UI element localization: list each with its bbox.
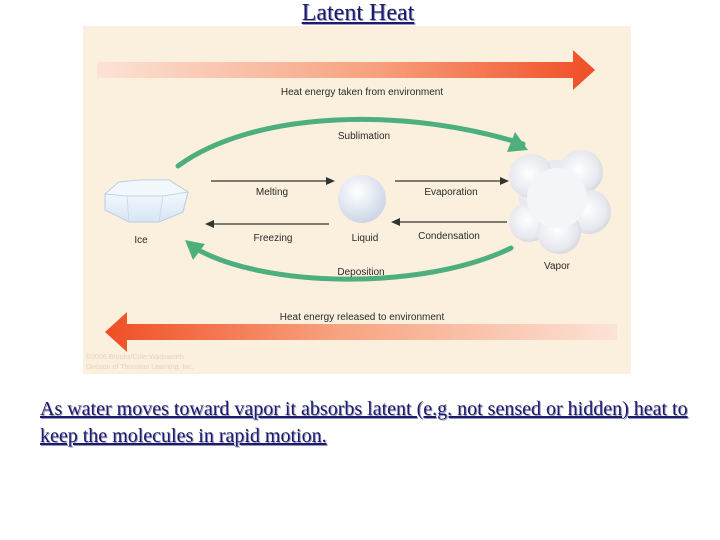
freezing-arrowhead (205, 220, 214, 228)
freezing-label: Freezing (254, 233, 293, 244)
vapor-cloud (509, 150, 611, 254)
evaporation-arrowhead (500, 177, 509, 185)
condensation-arrowhead (391, 218, 400, 226)
evaporation-label: Evaporation (424, 187, 477, 198)
credit-line-1: ©2006 Brooks/Cole-Wadsworth (86, 353, 184, 361)
deposition-label: Deposition (337, 267, 384, 278)
melting-arrowhead (326, 177, 335, 185)
melting-label: Melting (256, 187, 288, 198)
ice-crystal (104, 179, 190, 223)
deposition-arrowhead (185, 240, 205, 260)
liquid-droplet (338, 175, 386, 223)
slide-title: Latent Heat (301, 0, 415, 26)
ice-label: Ice (134, 235, 148, 246)
bottom-heat-band-arrow (105, 312, 617, 352)
latent-heat-diagram: Heat energy taken from environment Subli… (83, 26, 631, 374)
credit-line-2: Division of Thomson Learning, Inc. (86, 364, 194, 371)
bottom-band-label: Heat energy released to environment (280, 312, 445, 323)
sublimation-label: Sublimation (338, 131, 390, 142)
deposition-arrow (192, 245, 514, 282)
top-band-label: Heat energy taken from environment (281, 87, 444, 98)
caption-text: As water moves toward vapor it absorbs l… (40, 398, 688, 447)
condensation-label: Condensation (418, 231, 480, 242)
vapor-label: Vapor (544, 261, 571, 272)
liquid-label: Liquid (352, 233, 379, 244)
sublimation-arrow (175, 116, 526, 169)
sublimation-arrowhead (507, 132, 528, 152)
top-heat-band-arrow (97, 50, 595, 90)
